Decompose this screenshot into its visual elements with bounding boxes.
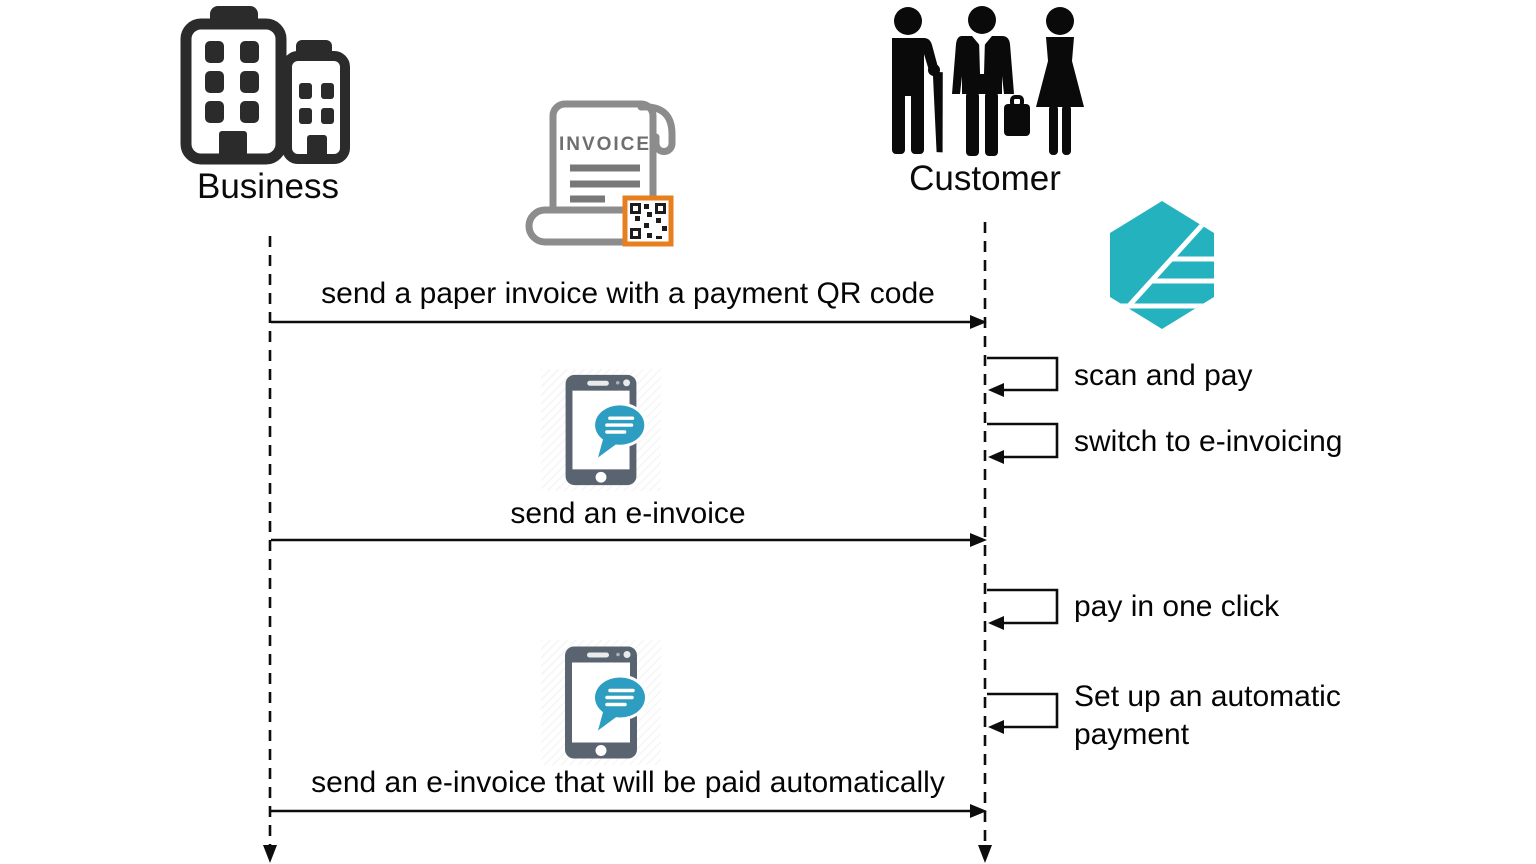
invoice-title-text: INVOICE — [559, 134, 651, 155]
chat-bubble — [592, 674, 648, 737]
self-loop-auto-payment — [987, 692, 1059, 729]
phone-chat-icon — [541, 640, 661, 765]
self-loop-scan-and-pay — [987, 356, 1059, 392]
customer-actor-label: Customer — [909, 159, 1061, 198]
self-loop-pay-one-click — [987, 588, 1059, 625]
phone-chat-icon — [541, 369, 661, 491]
self-loop-switch-einvoicing — [987, 422, 1059, 459]
message-label-pay-one-click: pay in one click — [1074, 590, 1280, 623]
message-label-switch-einvoicing: switch to e-invoicing — [1074, 425, 1343, 458]
office-buildings-icon — [180, 6, 350, 165]
message-label-paper-invoice: send a paper invoice with a payment QR c… — [321, 277, 935, 310]
message-label-scan-and-pay: scan and pay — [1074, 359, 1253, 392]
message-label-auto-payment: Set up an automatic payment — [1074, 680, 1341, 751]
chat-bubble — [592, 402, 648, 464]
message-label-einvoice-auto: send an e-invoice that will be paid auto… — [311, 766, 945, 799]
qr-code — [622, 195, 674, 247]
teal-hexagon-logo — [1110, 201, 1214, 329]
paper-invoice-qr-icon: INVOICE — [525, 100, 676, 247]
business-actor-label: Business — [196, 167, 340, 206]
message-label-einvoice: send an e-invoice — [510, 497, 746, 530]
customer-group-icon — [892, 6, 1084, 156]
